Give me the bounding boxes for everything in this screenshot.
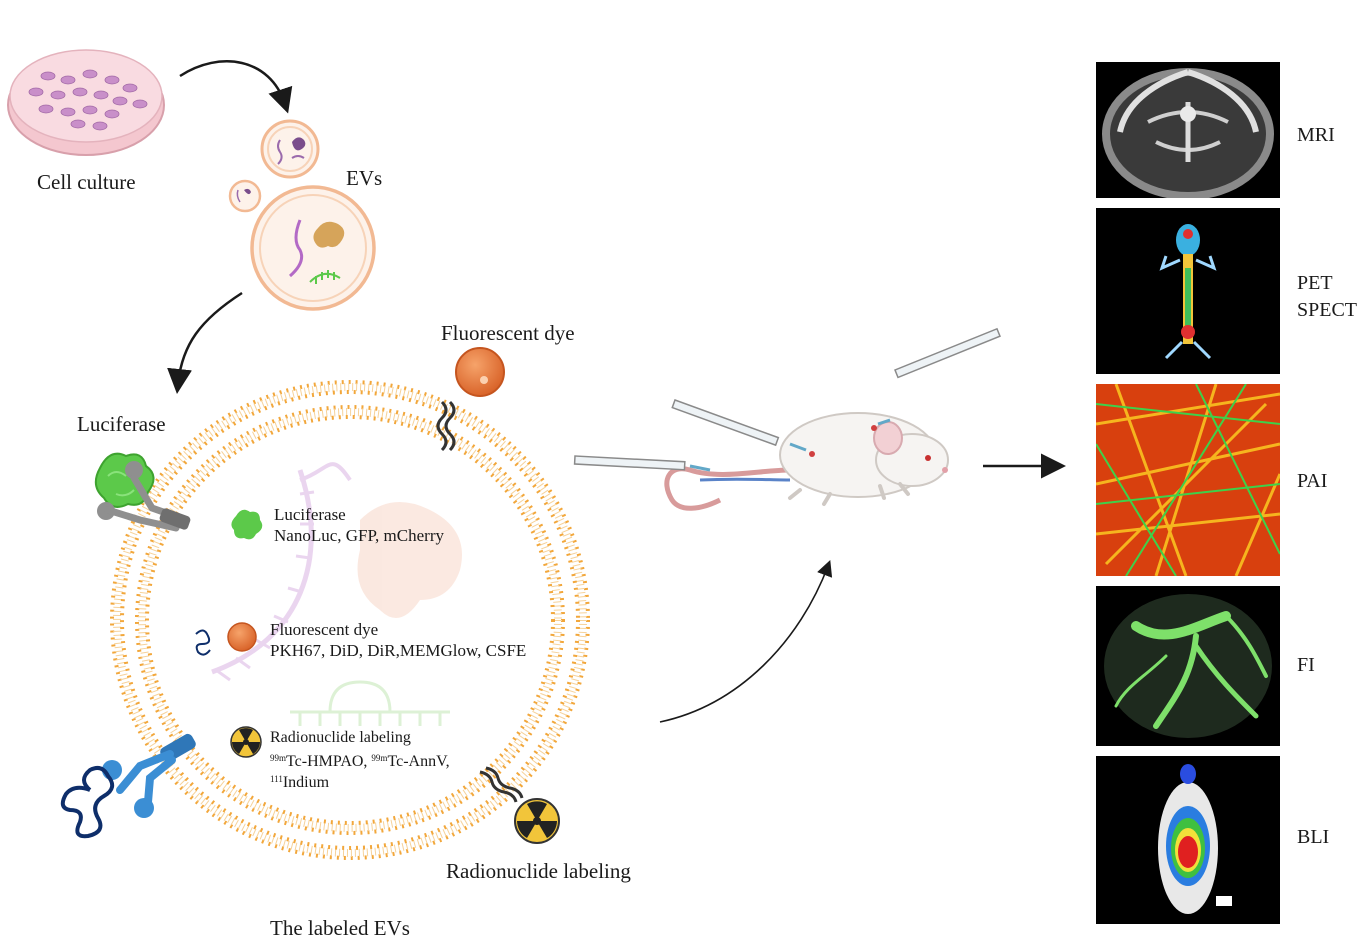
modality-pai: PAI (1297, 470, 1328, 492)
legend-luciferase-title: Luciferase (274, 505, 346, 524)
radionuclide-label: Radionuclide labeling (446, 859, 631, 883)
legend-radio-items-line1: 99mTc-HMPAO, 99mTc-AnnV, (270, 753, 450, 770)
modality-fi: FI (1297, 654, 1315, 676)
legend-luciferase-items: NanoLuc, GFP, mCherry (274, 526, 444, 545)
legend-radio-title: Radionuclide labeling (270, 729, 411, 746)
bli-image (1096, 756, 1280, 924)
tiny-ev-icon (228, 179, 262, 213)
dye-legend-icon (227, 622, 257, 652)
modality-mri: MRI (1297, 124, 1335, 146)
pet-spect-graphic (1159, 224, 1217, 360)
modality-spect: SPECT (1297, 299, 1358, 321)
pet-spect-image (1096, 208, 1280, 374)
modality-pet: PET (1297, 272, 1333, 294)
mouse-injection-icon (573, 327, 1001, 511)
mri-brain-graphic (1102, 68, 1274, 198)
legend-dye-items: PKH67, DiD, DiR,MEMGlow, CSFE (270, 641, 527, 660)
luciferase-label: Luciferase (77, 412, 166, 436)
petri-dish-icon (7, 49, 165, 156)
luciferase-antibody-icon (94, 452, 191, 532)
large-ev-icon (250, 185, 376, 311)
bli-mouse-graphic (1158, 764, 1232, 914)
ev-cargo-faded (211, 462, 462, 726)
legend-radio-items-line2: 111Indium (270, 774, 330, 791)
arrow-evs-to-labeled (167, 291, 243, 394)
labeled-evs-caption: The labeled EVs (270, 916, 410, 940)
radionuclide-legend-icon (230, 726, 262, 758)
arrow-culture-to-evs (179, 60, 293, 114)
fluorescent-dye-label: Fluorescent dye (441, 321, 575, 345)
small-ev-icon (260, 119, 320, 179)
luciferase-legend-icon (231, 509, 263, 540)
antibody-dye-icon (60, 733, 196, 839)
fi-image (1096, 586, 1280, 746)
ev-membrane (110, 380, 590, 860)
mri-image (1096, 62, 1280, 198)
dye-molecule-icon (195, 629, 211, 656)
radionuclide-icon (479, 766, 560, 844)
evs-label: EVs (346, 166, 383, 190)
arrow-labeled-to-mouse (659, 560, 833, 723)
fi-vessel-graphic (1104, 594, 1272, 738)
fluorescent-dye-icon (436, 347, 505, 452)
cell-culture-label: Cell culture (37, 170, 136, 194)
modality-bli: BLI (1297, 826, 1330, 848)
pai-image (1096, 384, 1280, 576)
pai-vessel-graphic (1096, 384, 1280, 576)
legend-dye-title: Fluorescent dye (270, 620, 379, 639)
